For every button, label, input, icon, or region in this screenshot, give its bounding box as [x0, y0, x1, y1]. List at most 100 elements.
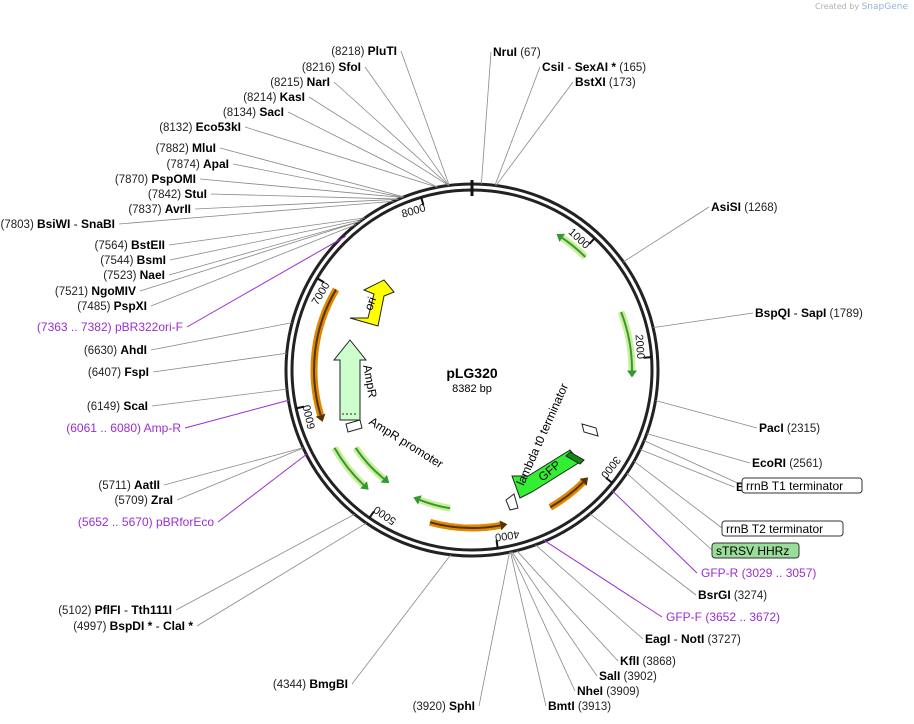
leader-line	[199, 178, 403, 198]
site-label-fspi: (6407) FspI	[88, 365, 149, 379]
site-label-sphi: (3920) SphI	[413, 699, 475, 713]
site-label-mlui: (7882) MluI	[156, 141, 216, 155]
site-label-kfli: KflI (3868)	[620, 654, 676, 668]
credit-prefix: Created by	[815, 2, 860, 11]
primer-leader	[186, 235, 346, 328]
tick-mark	[316, 277, 325, 284]
leader-line	[118, 200, 394, 225]
feature-arc	[333, 447, 365, 486]
leader-line	[333, 81, 450, 186]
site-label-csii: CsiI - SexAI * (165)	[542, 60, 646, 74]
tick-label: 6000	[301, 404, 318, 430]
leader-line	[210, 193, 399, 200]
svg-text:(5709) ZraI: (5709) ZraI	[115, 493, 173, 507]
feature-ampr-promoter: AmpR promoter	[345, 414, 446, 471]
leader-line	[168, 217, 366, 246]
leader-line	[510, 551, 547, 707]
feature-ori: ori	[349, 279, 395, 327]
svg-text:(7564) BstEII: (7564) BstEII	[95, 238, 165, 252]
ampr-label: AmpR	[360, 364, 380, 400]
svg-text:(4997) BspDI * - ClaI *: (4997) BspDI * - ClaI *	[73, 619, 193, 633]
leader-line	[589, 513, 697, 596]
feature-arc	[354, 447, 385, 480]
primer-gfp-r: GFP-R (3029 .. 3057)	[701, 566, 816, 580]
leader-line	[244, 126, 438, 188]
site-label-ecori: EcoRI (2561)	[752, 456, 823, 470]
feature-arc	[429, 521, 501, 529]
feature-arc	[561, 237, 587, 258]
site-label-sali: SalI (3902)	[599, 669, 657, 683]
site-label-bsmi: (7544) BsmI	[100, 253, 166, 267]
tick-mark	[368, 510, 375, 519]
site-label-bspdi: (4997) BspDI * - ClaI *	[73, 619, 193, 633]
site-label-stui: (7842) StuI	[148, 187, 207, 201]
leader-line	[151, 388, 288, 407]
leader-line	[232, 163, 403, 198]
plasmid-name: pLG320	[446, 365, 498, 381]
site-label-pluti: (8218) PluTI	[331, 44, 397, 58]
site-label-bsiwi: (7803) BsiWI - SnaBI	[1, 217, 115, 231]
leader-line	[168, 220, 361, 276]
leader-line	[516, 550, 619, 662]
svg-text:(7882) MluI: (7882) MluI	[156, 141, 216, 155]
tick-label: 8000	[400, 202, 427, 220]
svg-text:BsrGI (3274): BsrGI (3274)	[698, 588, 767, 602]
ampr-promoter-label: AmpR promoter	[366, 414, 445, 471]
svg-text:(6149) ScaI: (6149) ScaI	[87, 399, 148, 413]
leader-line	[478, 552, 510, 707]
boxed-label-rrnb-t1: rrnB T1 terminator	[741, 477, 863, 494]
svg-text:(6630) AhdI: (6630) AhdI	[84, 343, 147, 357]
leader-line	[623, 206, 710, 263]
svg-text:sTRSV HHRz: sTRSV HHRz	[716, 544, 789, 558]
svg-text:KflI (3868): KflI (3868)	[620, 654, 676, 668]
site-label-nhei: NheI (3909)	[577, 684, 640, 698]
svg-text:(6061 .. 6080) Amp-R: (6061 .. 6080) Amp-R	[66, 421, 181, 435]
leader-line	[194, 198, 399, 210]
svg-text:GFP-R (3029 .. 3057): GFP-R (3029 .. 3057)	[701, 566, 816, 580]
svg-text:(5711) AatII: (5711) AatII	[98, 478, 160, 492]
feature-arc	[419, 499, 451, 510]
svg-text:(3920) SphI: (3920) SphI	[413, 699, 475, 713]
site-label-bmgbi: (4344) BmgBI	[273, 677, 348, 691]
site-label-sfoi: (8216) SfoI	[302, 60, 361, 74]
feature-arrowhead	[579, 477, 589, 486]
svg-text:(8216) SfoI: (8216) SfoI	[302, 60, 361, 74]
svg-text:(7544) BsmI: (7544) BsmI	[100, 253, 166, 267]
feature-arrowhead	[315, 413, 326, 422]
leader-line	[653, 312, 754, 329]
site-label-bspqi: BspQI - SapI (1789)	[755, 306, 863, 320]
tick-label: 2000	[633, 334, 647, 359]
svg-text:PacI (2315): PacI (2315)	[759, 421, 820, 435]
site-label-nrui: NruI (67)	[493, 45, 541, 59]
primer-pbr322ori-f: (7363 .. 7382) pBR322ori-F	[37, 320, 183, 334]
leader-line	[364, 66, 450, 186]
feature-arrowhead	[380, 474, 390, 484]
site-label-scai: (6149) ScaI	[87, 399, 148, 413]
site-label-bstxi: BstXI (173)	[575, 75, 636, 89]
leader-line	[495, 81, 574, 186]
site-label-pflfi: (5102) PflFI - Tth111I	[58, 603, 172, 617]
svg-text:rrnB T2 terminator: rrnB T2 terminator	[726, 522, 823, 536]
svg-text:CsiI - SexAI * (165): CsiI - SexAI * (165)	[542, 60, 646, 74]
feature-ampr: AmpR	[332, 339, 380, 421]
backbone	[284, 180, 660, 558]
site-label-ngomiv: (7521) NgoMIV	[55, 284, 136, 298]
leader-line	[152, 352, 287, 373]
leader-line	[655, 400, 758, 429]
snapgene-credit: Created by SnapGene	[815, 2, 908, 12]
feature-arrowhead	[499, 520, 508, 531]
snapgene-logo: SnapGene	[861, 2, 908, 12]
site-leader-lines	[118, 50, 758, 707]
feature-arrowhead	[413, 495, 422, 505]
site-label-nari: (8215) NarI	[270, 75, 330, 89]
site-label-eco53ki: (8132) Eco53kI	[159, 120, 241, 134]
site-label-ahdi: (6630) AhdI	[84, 343, 147, 357]
svg-text:SalI (3902): SalI (3902)	[599, 669, 657, 683]
svg-text:(7363 .. 7382) pBR322ori-F: (7363 .. 7382) pBR322ori-F	[37, 320, 183, 334]
site-label-pspxi: (7485) PspXI	[77, 299, 147, 313]
leader-line	[169, 219, 363, 261]
leader-line	[139, 221, 361, 292]
leader-line	[219, 147, 405, 198]
leader-line	[626, 472, 713, 551]
